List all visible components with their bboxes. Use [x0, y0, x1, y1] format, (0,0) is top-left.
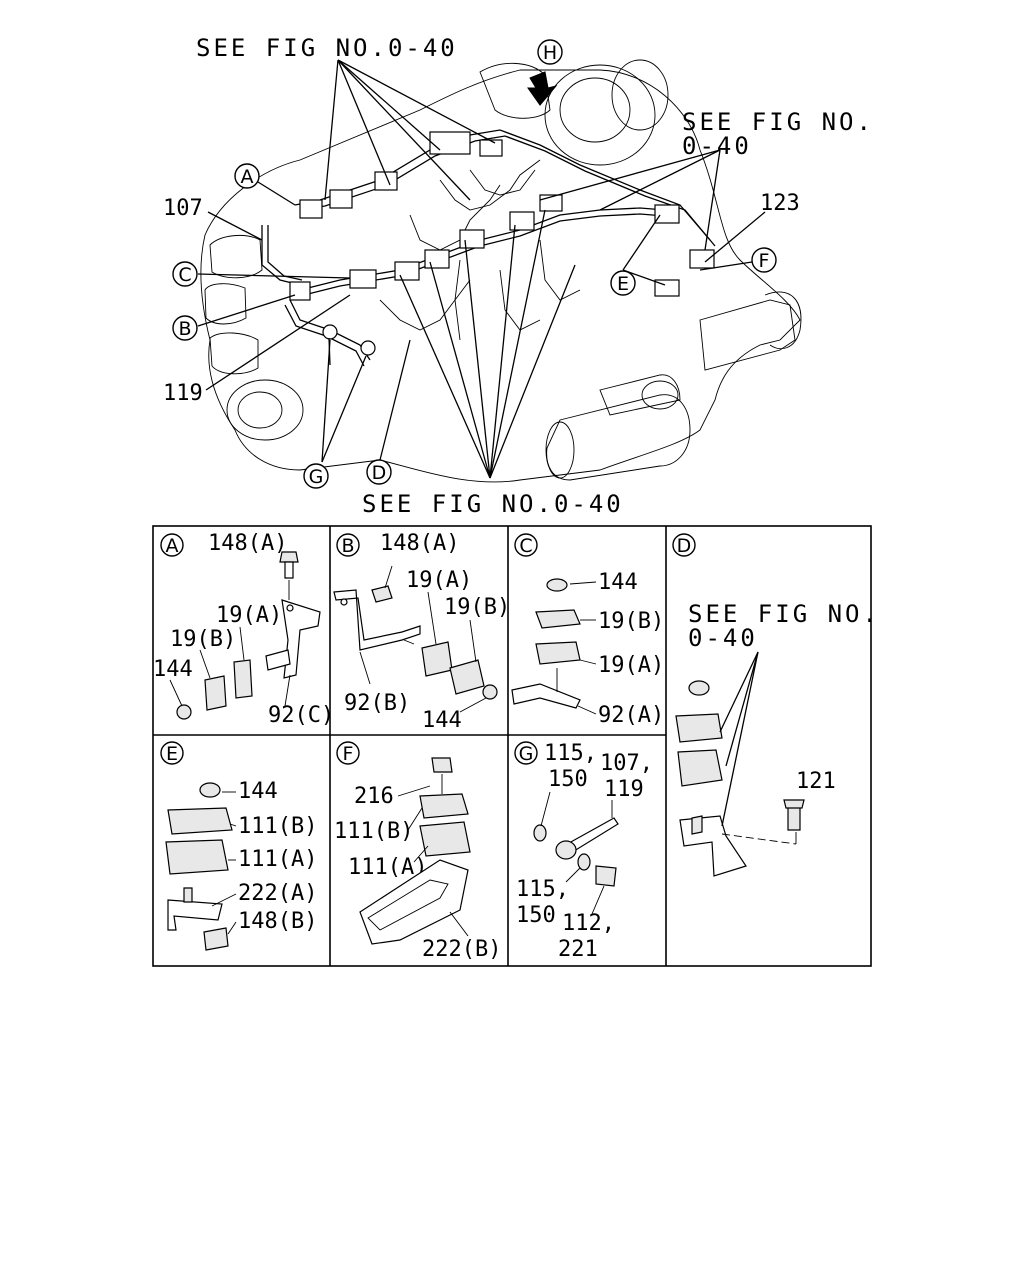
panel-G-label-150b: 150	[516, 903, 556, 928]
panel-E-label-148B: 148(B)	[238, 909, 317, 934]
see-fig-right-line2: 0-40	[682, 132, 752, 160]
panel-F-label-222B: 222(B)	[422, 937, 501, 962]
panel-G-label-119: 119	[604, 777, 644, 802]
panel-C-label-144: 144	[598, 570, 638, 595]
callout-E: E	[610, 270, 636, 296]
panel-F-label-111B: 111(B)	[334, 819, 413, 844]
panel-G-label-112: 112,	[562, 911, 615, 936]
panel-C-label-92A: 92(A)	[598, 703, 664, 728]
panel-G-label-150a: 150	[548, 767, 588, 792]
see-fig-right-line1: SEE FIG NO.	[682, 108, 874, 136]
panel-C: C 144 19(B) 19(A) 92(A)	[511, 533, 664, 728]
panel-F-label-111A: 111(A)	[348, 855, 427, 880]
panel-E-label-222A: 222(A)	[238, 881, 317, 906]
panel-A-label-144: 144	[153, 657, 193, 682]
panel-A-label-148A: 148(A)	[208, 531, 287, 556]
svg-text:C: C	[178, 264, 191, 286]
panel-F: F 216 111(B) 111(A) 222(B)	[334, 741, 501, 962]
svg-text:D: D	[677, 535, 692, 557]
see-fig-top: SEE FIG NO.0-40	[196, 34, 458, 62]
panel-A-letter: A	[160, 533, 184, 557]
panel-G-label-115b: 115,	[516, 877, 569, 902]
svg-text:D: D	[372, 462, 387, 484]
panel-A-label-92C: 92(C)	[268, 703, 334, 728]
panel-C-label-19B: 19(B)	[598, 609, 664, 634]
panel-B: B 148(A) 19(A) 19(B) 92(B) 144	[333, 531, 510, 733]
panel-C-letter: C	[514, 533, 538, 557]
panel-E-letter: E	[160, 741, 184, 765]
svg-text:F: F	[343, 743, 354, 765]
panel-E-label-111B: 111(B)	[238, 814, 317, 839]
panel-A-label-19A: 19(A)	[216, 603, 282, 628]
panel-C-label-19A: 19(A)	[598, 653, 664, 678]
panel-E-label-111A: 111(A)	[238, 847, 317, 872]
detail-panels-grid	[152, 525, 872, 967]
panel-G-label-221: 221	[558, 937, 598, 962]
engine-assembly-drawing	[200, 59, 802, 483]
callout-H: H	[537, 39, 563, 65]
panel-B-label-19A: 19(A)	[406, 568, 472, 593]
leaders-see-right	[539, 149, 721, 251]
svg-text:A: A	[241, 166, 254, 188]
leaders-see-bottom	[399, 209, 576, 479]
callout-F: F	[751, 247, 777, 273]
svg-text:B: B	[178, 318, 191, 340]
panel-A: A 148(A) 19(A) 19(B) 144 92(C)	[153, 531, 334, 728]
label-119: 119	[163, 381, 203, 406]
panel-D: D SEE FIG NO. 0-40 121	[672, 533, 880, 877]
panel-B-label-148A: 148(A)	[380, 531, 459, 556]
panel-A-label-19B: 19(B)	[170, 627, 236, 652]
panel-E: E 144 111(B) 111(A) 222(A) 148(B)	[160, 741, 317, 951]
svg-text:F: F	[759, 250, 770, 272]
panel-G: G 115, 150 107, 119 115, 150 112, 221	[514, 741, 653, 962]
panel-B-label-19B: 19(B)	[444, 595, 510, 620]
leaders-misc	[197, 181, 766, 463]
panel-D-label-121: 121	[796, 769, 836, 794]
callout-A: A	[234, 163, 260, 189]
callout-G: G	[303, 463, 329, 489]
panel-D-see-line1: SEE FIG NO.	[688, 600, 880, 628]
panel-G-label-107: 107,	[600, 751, 653, 776]
panel-B-label-144: 144	[422, 708, 462, 733]
panel-B-letter: B	[336, 533, 360, 557]
svg-text:C: C	[519, 535, 532, 557]
svg-text:A: A	[166, 535, 179, 557]
panel-E-label-144: 144	[238, 779, 278, 804]
svg-text:B: B	[341, 535, 354, 557]
svg-text:G: G	[309, 466, 324, 488]
svg-text:H: H	[543, 42, 557, 64]
callout-B: B	[172, 315, 198, 341]
panel-F-label-216: 216	[354, 784, 394, 809]
label-107: 107	[163, 196, 203, 221]
see-fig-bottom: SEE FIG NO.0-40	[362, 490, 624, 518]
panel-D-see-line2: 0-40	[688, 624, 758, 652]
svg-text:E: E	[166, 743, 178, 765]
callout-C: C	[172, 261, 198, 287]
panel-D-letter: D	[672, 533, 696, 557]
leaders-see-top	[324, 59, 496, 201]
panel-B-label-92B: 92(B)	[344, 691, 410, 716]
panel-F-letter: F	[336, 741, 360, 765]
callout-D: D	[366, 459, 392, 485]
panel-G-letter: G	[514, 741, 538, 765]
label-123: 123	[760, 191, 800, 216]
svg-text:E: E	[617, 273, 629, 295]
svg-text:G: G	[519, 743, 534, 765]
panel-G-label-115a: 115,	[544, 741, 597, 766]
